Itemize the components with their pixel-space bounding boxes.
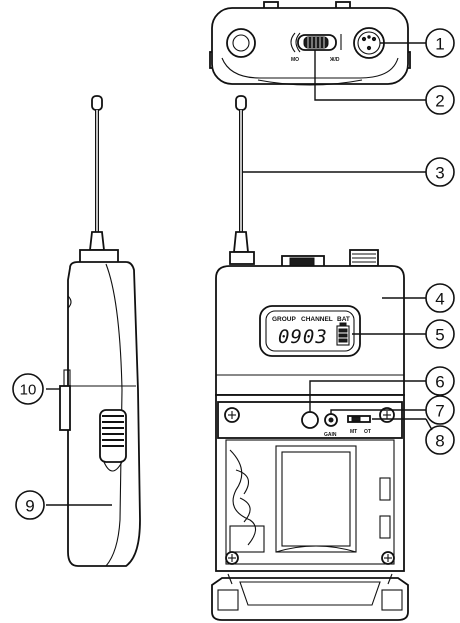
front-view: GROUP CHANNEL BAT 0903 GAIN MT OT: [211, 95, 409, 621]
svg-text:6: 6: [435, 373, 444, 392]
lcd-window: [259, 305, 361, 357]
mic-label: MO: [291, 57, 299, 63]
group-label: GROUP: [272, 316, 297, 323]
callout-5: 5: [425, 319, 455, 349]
belt-clip-side: [59, 385, 71, 431]
mic-jack: [226, 28, 256, 58]
side-ribbed-knob: [99, 409, 127, 472]
svg-text:5: 5: [435, 326, 444, 345]
svg-text:8: 8: [435, 432, 444, 451]
callout-6: 6: [425, 366, 455, 396]
on-label: OT: [364, 429, 371, 435]
battery-label: BAT: [337, 316, 350, 323]
top-view: MO Ж/D: [209, 1, 411, 86]
gain-label: GAIN: [324, 432, 337, 438]
callout-3: 3: [425, 157, 455, 187]
side-view: [59, 95, 141, 567]
leader-lines: [46, 42, 426, 506]
battery-icon: [336, 322, 350, 346]
callout-8: 8: [425, 425, 455, 455]
svg-text:4: 4: [435, 290, 444, 309]
svg-text:9: 9: [25, 497, 34, 516]
power-button: [301, 411, 319, 429]
mute-label: MT: [350, 429, 357, 435]
callout-10: 10: [12, 373, 44, 405]
callout-9: 9: [15, 490, 45, 520]
callout-7: 7: [425, 395, 455, 425]
svg-text:10: 10: [20, 382, 37, 399]
svg-text:2: 2: [435, 92, 444, 111]
callout-4: 4: [425, 283, 455, 313]
channel-label: CHANNEL: [301, 316, 333, 323]
battery-compartment: [225, 439, 395, 565]
svg-text:1: 1: [435, 35, 444, 54]
channel-readout: 0903: [278, 326, 328, 348]
callout-1: 1: [425, 28, 455, 58]
antenna-tip: [235, 95, 247, 111]
line-label: Ж/D: [329, 57, 340, 63]
belt-clip: [211, 577, 409, 621]
svg-text:3: 3: [435, 164, 444, 183]
callout-2: 2: [425, 85, 455, 115]
svg-text:7: 7: [435, 402, 444, 421]
